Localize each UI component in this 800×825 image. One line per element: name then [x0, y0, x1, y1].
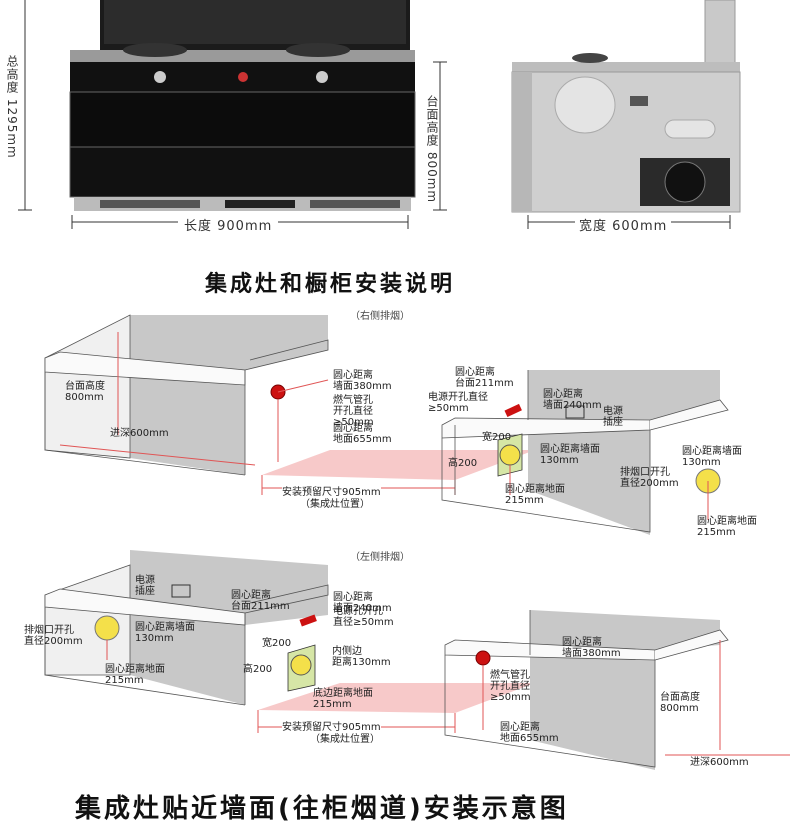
r-box-h: 高200: [448, 458, 478, 469]
l-gas-floor: 圆心距离地面655mm: [500, 722, 559, 744]
r-power-wall: 圆心距离墙面240mm: [543, 389, 602, 411]
width-label: 宽度 600mm: [575, 215, 672, 234]
l-install-size: 安装预留尺寸905mm: [282, 722, 381, 733]
exhaust-hole-left: [94, 615, 120, 641]
r-power-hole: 电源开孔直径≥50mm: [428, 392, 488, 414]
r-depth: 进深600mm: [110, 428, 169, 439]
left-exhaust-subtitle: （左侧排烟）: [350, 552, 410, 563]
r-gas-floor: 圆心距离地面655mm: [333, 423, 392, 445]
r-exhaust-hole: 排烟口开孔直径200mm: [620, 467, 679, 489]
install-zone: [262, 450, 535, 480]
l-power-top: 圆心距离台面211mm: [231, 590, 290, 612]
right-exhaust-subtitle: （右侧排烟）: [350, 311, 410, 322]
r-socket: 电源插座: [603, 406, 623, 428]
total-height-label: 总高度 1295mm: [5, 55, 19, 159]
footer-title: 集成灶贴近墙面(往柜烟道)安装示意图: [75, 794, 569, 824]
r-box-w: 宽200: [482, 432, 512, 443]
l-box-w: 宽200: [262, 638, 292, 649]
power-hole-left: [299, 614, 317, 627]
r-install-note: （集成灶位置）: [300, 499, 370, 510]
r-gas-hole: 燃气管孔开孔直径≥50mm: [333, 395, 374, 428]
product-views: [18, 0, 741, 229]
power-hole-right: [504, 403, 522, 418]
r-power-top: 圆心距离台面211mm: [455, 367, 514, 389]
l-power-hole: 电源孔开孔直径≥50mm: [333, 606, 394, 628]
right-exhaust-diagram: [44, 314, 729, 535]
length-label: 长度 900mm: [178, 215, 279, 234]
l-install-note: （集成灶位置）: [310, 734, 380, 745]
gas-hole-left: [475, 650, 491, 666]
stove-side-view: [511, 0, 741, 213]
l-gas-hole: 燃气管孔开孔直径≥50mm: [490, 670, 531, 703]
socket-right: [565, 405, 585, 419]
counter-height-label: 台面高度 800mm: [425, 95, 439, 204]
install-zone-left: [258, 683, 535, 713]
r-gas-center: 圆心距离墙面380mm: [333, 370, 392, 392]
left-exhaust-diagram: [44, 550, 790, 770]
l-socket: 电源插座: [135, 575, 155, 597]
l-exhaust-hole: 排烟口开孔直径200mm: [24, 625, 83, 647]
socket-left: [171, 584, 191, 598]
l-depth: 进深600mm: [690, 757, 749, 768]
l-gas-center: 圆心距离墙面380mm: [562, 637, 621, 659]
l-inner-side: 内侧边距离130mm: [332, 646, 391, 668]
l-box-h: 高200: [243, 664, 273, 675]
r-install-size: 安装预留尺寸905mm: [282, 487, 381, 498]
stove-front-view: [69, 0, 416, 211]
page-title: 集成灶和橱柜安装说明: [205, 272, 456, 297]
l-power-wall: 圆心距离墙面240mm: [333, 592, 392, 614]
